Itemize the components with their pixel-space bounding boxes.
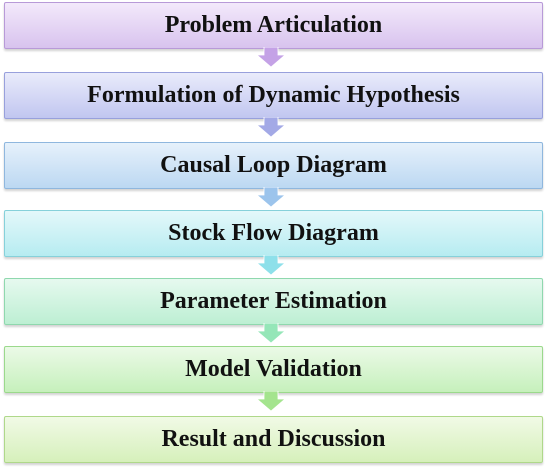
- step-label: Parameter Estimation: [160, 288, 387, 314]
- step-label: Stock Flow Diagram: [168, 220, 379, 246]
- step-box-causal-loop-diagram: Causal Loop Diagram: [4, 142, 543, 189]
- step-label: Formulation of Dynamic Hypothesis: [87, 82, 460, 108]
- down-arrow-icon: [256, 117, 286, 137]
- step-box-parameter-estimation: Parameter Estimation: [4, 278, 543, 325]
- step-label: Problem Articulation: [164, 12, 383, 38]
- down-arrow-icon: [256, 323, 286, 343]
- down-arrow-icon: [256, 391, 286, 411]
- step-box-result-and-discussion: Result and Discussion: [4, 416, 543, 463]
- step-label: Model Validation: [185, 356, 362, 382]
- step-box-model-validation: Model Validation: [4, 346, 543, 393]
- step-box-problem-articulation: Problem Articulation: [4, 2, 543, 49]
- down-arrow-icon: [256, 187, 286, 207]
- down-arrow-icon: [256, 47, 286, 67]
- step-label: Result and Discussion: [161, 426, 386, 452]
- step-box-formulation-of-dynamic-hypothesis: Formulation of Dynamic Hypothesis: [4, 72, 543, 119]
- down-arrow-icon: [256, 255, 286, 275]
- step-box-stock-flow-diagram: Stock Flow Diagram: [4, 210, 543, 257]
- step-label: Causal Loop Diagram: [160, 152, 387, 178]
